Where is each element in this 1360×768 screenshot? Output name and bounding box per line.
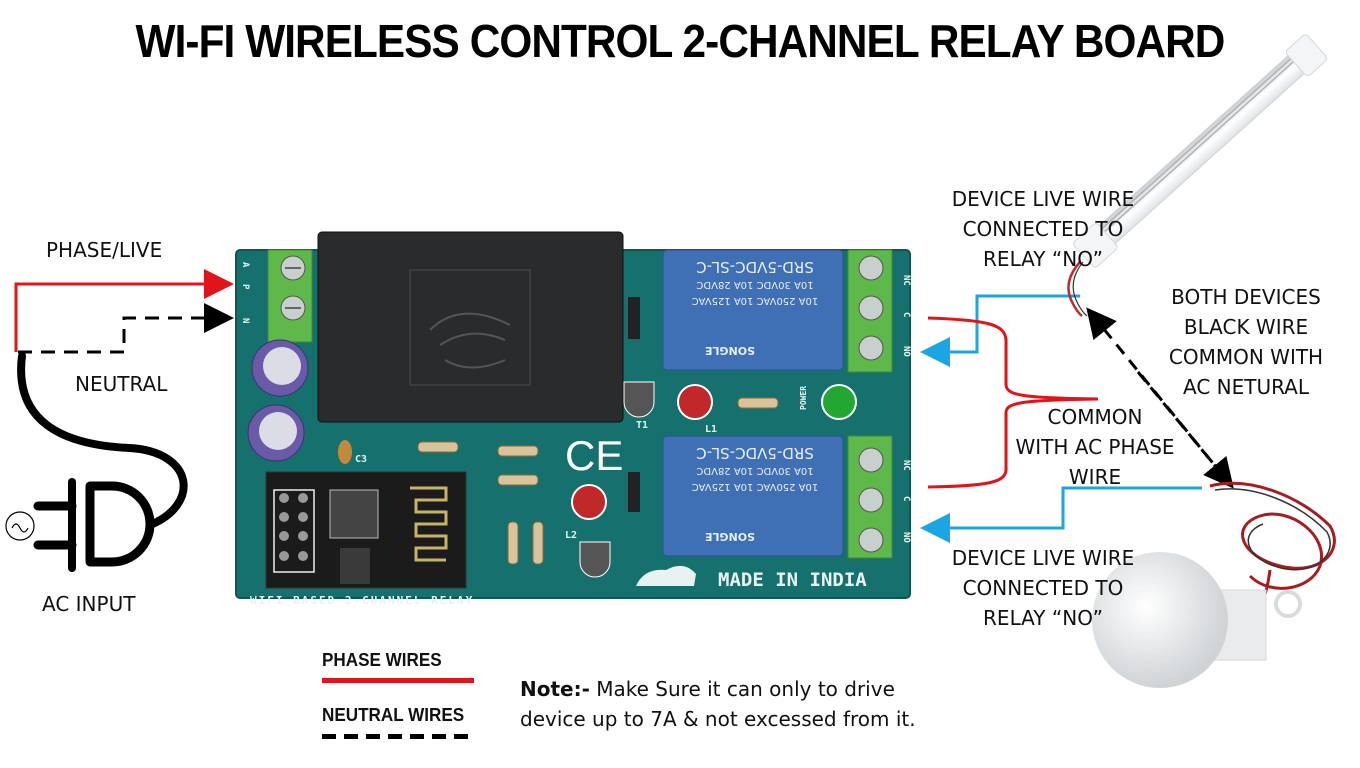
led-power-green: [821, 384, 857, 420]
svg-text:10A 250VAC 10A 125VAC: 10A 250VAC 10A 125VAC: [692, 481, 819, 492]
svg-text:NO: NO: [901, 532, 911, 543]
ac-terminal-block: [267, 249, 313, 343]
phase-wire: [14, 269, 234, 352]
led-l1-red: [677, 384, 713, 420]
note-line-1: Make Sure it can only to drive: [589, 677, 895, 701]
led-tube-light: [1067, 34, 1328, 317]
note-line-2: device up to 7A & not excessed from it.: [520, 707, 916, 731]
svg-text:L1: L1: [705, 424, 717, 435]
svg-text:SONGLE: SONGLE: [705, 344, 755, 357]
phase-live-label: PHASE/LIVE: [46, 238, 163, 262]
svg-text:T1: T1: [636, 420, 648, 431]
svg-text:SRD-5VDC-SL-C: SRD-5VDC-SL-C: [696, 444, 814, 462]
svg-text:L2: L2: [565, 530, 577, 541]
ce-mark: CE: [565, 432, 623, 479]
svg-text:POWER: POWER: [799, 386, 808, 410]
led-bulb: [1092, 481, 1336, 688]
made-in-india-label: MADE IN INDIA: [718, 569, 867, 591]
relay-2: SRD-5VDC-SL-C 10A 30VDC 10A 28VDC 10A 25…: [662, 435, 893, 559]
transistor: [579, 541, 611, 578]
svg-text:C: C: [901, 496, 911, 501]
device-live-label-bottom: DEVICE LIVE WIRE CONNECTED TO RELAY “NO”: [951, 546, 1135, 630]
svg-text:N: N: [240, 318, 250, 323]
device-live-wire-1: [920, 294, 1080, 367]
diode: [628, 297, 640, 339]
svg-text:NC: NC: [901, 275, 911, 286]
board-silkscreen: WIFI BASED 2-CHANNEL RELAY: [250, 594, 474, 607]
relay-board: CE SRD-5VDC-SL-C 10A 30VDC 10A 28VDC 10A…: [235, 231, 911, 607]
svg-text:C: C: [901, 312, 911, 317]
note: Note:- Make Sure it can only to drive de…: [520, 674, 916, 734]
legend-neutral-label: NEUTRAL WIRES: [322, 705, 465, 725]
led-l2-red: [571, 484, 607, 520]
output-wiring: [920, 294, 1234, 543]
legend-neutral-swatch: [322, 734, 476, 739]
plug-icon: [5, 478, 155, 572]
legend-phase-swatch: [322, 678, 474, 683]
legend: PHASE WIRES NEUTRAL WIRES: [322, 650, 476, 739]
ac-input-label: AC INPUT: [42, 592, 136, 616]
svg-text:10A 30VDC 10A 28VDC: 10A 30VDC 10A 28VDC: [696, 279, 813, 290]
page-title: WI-FI WIRELESS CONTROL 2-CHANNEL RELAY B…: [135, 15, 1226, 67]
svg-text:NC: NC: [901, 460, 911, 471]
svg-text:10A 250VAC 10A 125VAC: 10A 250VAC 10A 125VAC: [692, 295, 819, 306]
transistor: [623, 381, 655, 418]
device-neutral-wire-2: [1136, 371, 1234, 489]
relay-1: SRD-5VDC-SL-C 10A 30VDC 10A 28VDC 10A 25…: [662, 249, 893, 373]
neutral-label: NEUTRAL: [75, 372, 168, 396]
diode: [628, 472, 640, 512]
lion-logo-icon: [636, 565, 696, 586]
resistors: [417, 397, 779, 565]
device-live-wire-2: [920, 486, 1202, 543]
svg-text:10A 30VDC 10A 28VDC: 10A 30VDC 10A 28VDC: [696, 465, 813, 476]
ac-source-icon: [5, 511, 35, 541]
svg-text:A: A: [240, 262, 250, 268]
common-phase-label: COMMON WITH AC PHASE WIRE: [1015, 405, 1175, 489]
both-devices-neutral-label: BOTH DEVICES BLACK WIRE COMMON WITH AC N…: [1168, 285, 1324, 399]
power-cable: [17, 352, 188, 529]
power-module: [317, 231, 624, 423]
note-prefix: Note:-: [520, 677, 590, 701]
svg-text:C3: C3: [355, 454, 367, 465]
ac-input-wiring: [5, 269, 234, 572]
svg-text:SONGLE: SONGLE: [705, 530, 755, 543]
esp01-wifi-module: [265, 471, 467, 589]
common-phase-wire: [927, 316, 1099, 489]
neutral-wire: [18, 303, 234, 354]
legend-phase-label: PHASE WIRES: [322, 650, 442, 670]
svg-text:SRD-5VDC-SL-C: SRD-5VDC-SL-C: [696, 258, 814, 276]
svg-text:P: P: [240, 284, 250, 290]
device-live-label-top: DEVICE LIVE WIRE CONNECTED TO RELAY “NO”: [951, 187, 1135, 271]
svg-text:NO: NO: [901, 346, 911, 357]
